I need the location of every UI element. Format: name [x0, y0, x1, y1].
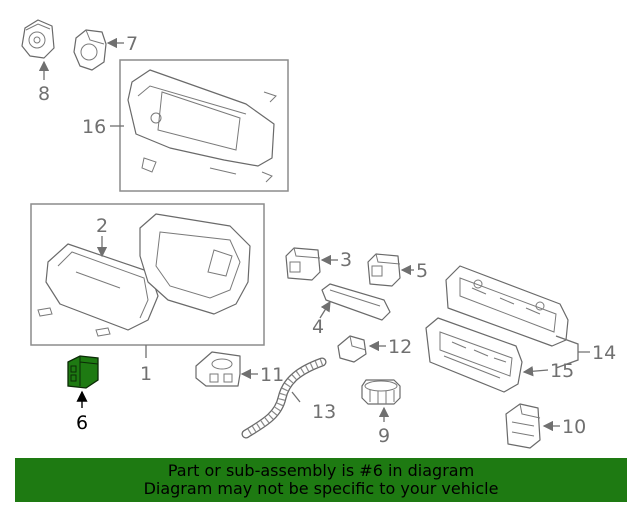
callout-6: 6 — [76, 412, 88, 434]
callout-7: 7 — [126, 33, 138, 55]
part-16-display — [127, 69, 277, 183]
part-14-control-panel — [445, 265, 569, 347]
callout-1: 1 — [140, 363, 152, 385]
callout-3: 3 — [340, 249, 352, 271]
callout-8: 8 — [38, 83, 50, 105]
part-6-switch-highlighted — [67, 355, 99, 389]
part-1-box — [30, 203, 265, 346]
part-4-trim — [321, 283, 391, 321]
callout-12: 12 — [388, 336, 412, 358]
part-3-switch — [285, 247, 321, 281]
leader-14 — [555, 335, 590, 369]
callout-5: 5 — [416, 260, 428, 282]
leader-15 — [522, 366, 549, 377]
banner-line-2: Diagram may not be specific to your vehi… — [143, 479, 499, 498]
callout-15: 15 — [550, 360, 574, 382]
callout-10: 10 — [562, 416, 586, 438]
part-info-banner: Part or sub-assembly is #6 in diagram Di… — [15, 458, 627, 502]
callout-16: 16 — [82, 116, 106, 138]
part-5-switch — [367, 253, 401, 287]
callout-11: 11 — [260, 364, 284, 386]
part-11-module — [195, 351, 241, 387]
callout-2: 2 — [96, 215, 108, 237]
part-10-bracket — [505, 403, 541, 449]
callout-14: 14 — [592, 342, 616, 364]
callout-4: 4 — [312, 316, 324, 338]
part-7-sensor — [73, 29, 107, 71]
clip-left — [37, 307, 53, 317]
part-15-control-face — [425, 317, 523, 393]
part-1-cluster-housing — [139, 213, 251, 315]
callout-13: 13 — [312, 401, 336, 423]
part-12-connector — [337, 335, 367, 363]
part-9-knob — [361, 379, 401, 405]
banner-line-1: Part or sub-assembly is #6 in diagram — [167, 461, 475, 480]
part-2-lens — [45, 243, 159, 331]
callout-9: 9 — [378, 425, 390, 447]
leader-4 — [319, 300, 331, 319]
clip-bottom — [95, 327, 111, 337]
part-8-sensor — [21, 19, 55, 59]
leader-13 — [291, 391, 301, 403]
part-13-duct — [241, 357, 327, 439]
